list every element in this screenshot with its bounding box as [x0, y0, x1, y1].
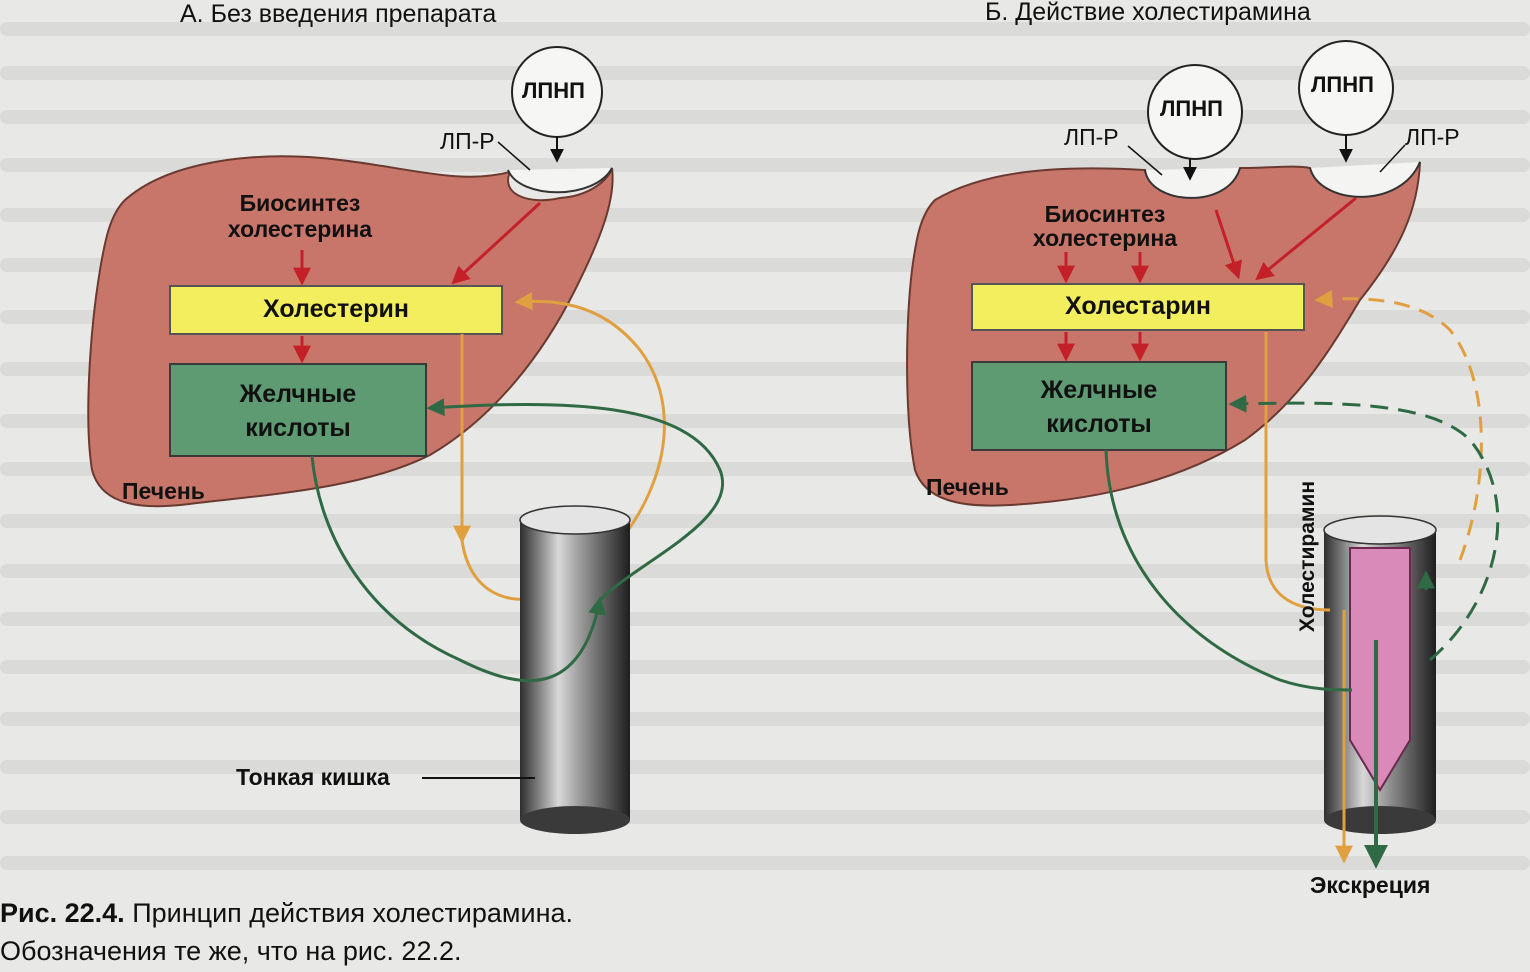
ldl-label-b-right: ЛПНП	[1311, 72, 1374, 97]
figure-number: Рис. 22.4.	[0, 898, 125, 928]
panel-b-graphics	[906, 40, 1500, 869]
ldl-label-a: ЛПНП	[522, 78, 585, 103]
intestine-cylinder-b	[1323, 515, 1437, 834]
panel-a-graphics	[87, 46, 724, 834]
bile-acids-box-a	[169, 363, 427, 457]
liver-label-b: Печень	[926, 474, 1009, 500]
bleed-line	[0, 22, 1530, 36]
excretion-label: Экскреция	[1310, 872, 1431, 898]
panel-a-title: А. Без введения препарата	[180, 0, 497, 28]
receptor-label-b-left: ЛП-Р	[1064, 124, 1119, 150]
biosynthesis-label-a: Биосинтез холестерина	[227, 190, 373, 242]
bleed-line	[0, 810, 1530, 824]
ldl-label-b-left: ЛПНП	[1160, 96, 1223, 121]
liver-label-a: Печень	[122, 478, 205, 504]
bile-acids-label-a-1: Желчные	[239, 380, 357, 408]
bleed-line	[0, 514, 1530, 528]
bleed-line	[0, 660, 1530, 674]
bleed-line	[0, 760, 1530, 774]
receptor-label-a: ЛП-Р	[440, 128, 495, 154]
cholesterol-box-b	[971, 283, 1305, 331]
intestine-label: Тонкая кишка	[236, 764, 390, 790]
bleed-line	[0, 712, 1530, 726]
figure-caption-line2: Обозначения те же, что на рис. 22.2.	[0, 936, 461, 967]
drug-column	[1349, 547, 1411, 792]
bleed-line	[0, 612, 1530, 626]
bile-acids-label-b-2: кислоты	[1046, 410, 1152, 438]
cholesterol-box-a	[169, 285, 503, 335]
cholesterol-label-a: Холестерин	[263, 295, 409, 323]
bile-acids-label-a-2: кислоты	[245, 414, 351, 442]
bile-acids-box-b	[971, 361, 1227, 451]
bleed-line	[0, 856, 1530, 870]
figure-caption-line1: Рис. 22.4. Принцип действия холестирамин…	[0, 898, 573, 929]
cholesterol-label-b: Холестарин	[1065, 292, 1211, 320]
bleed-line	[0, 564, 1530, 578]
ldl-circle-b-left	[1147, 64, 1243, 160]
receptor-label-b-right: ЛП-Р	[1405, 124, 1460, 150]
panel-b-title: Б. Действие холестирамина	[985, 0, 1311, 26]
figure-caption-text-1: Принцип действия холестирамина.	[132, 898, 573, 928]
bile-acids-label-b-1: Желчные	[1040, 376, 1158, 404]
drug-label: Холестирамин	[1296, 480, 1319, 632]
biosynthesis-label-b: Биосинтез холестерина	[1032, 201, 1178, 251]
figure-caption-text-2: Обозначения те же, что на рис. 22.2.	[0, 936, 462, 966]
bleed-line	[0, 66, 1530, 80]
intestine-cylinder-a	[519, 505, 631, 834]
